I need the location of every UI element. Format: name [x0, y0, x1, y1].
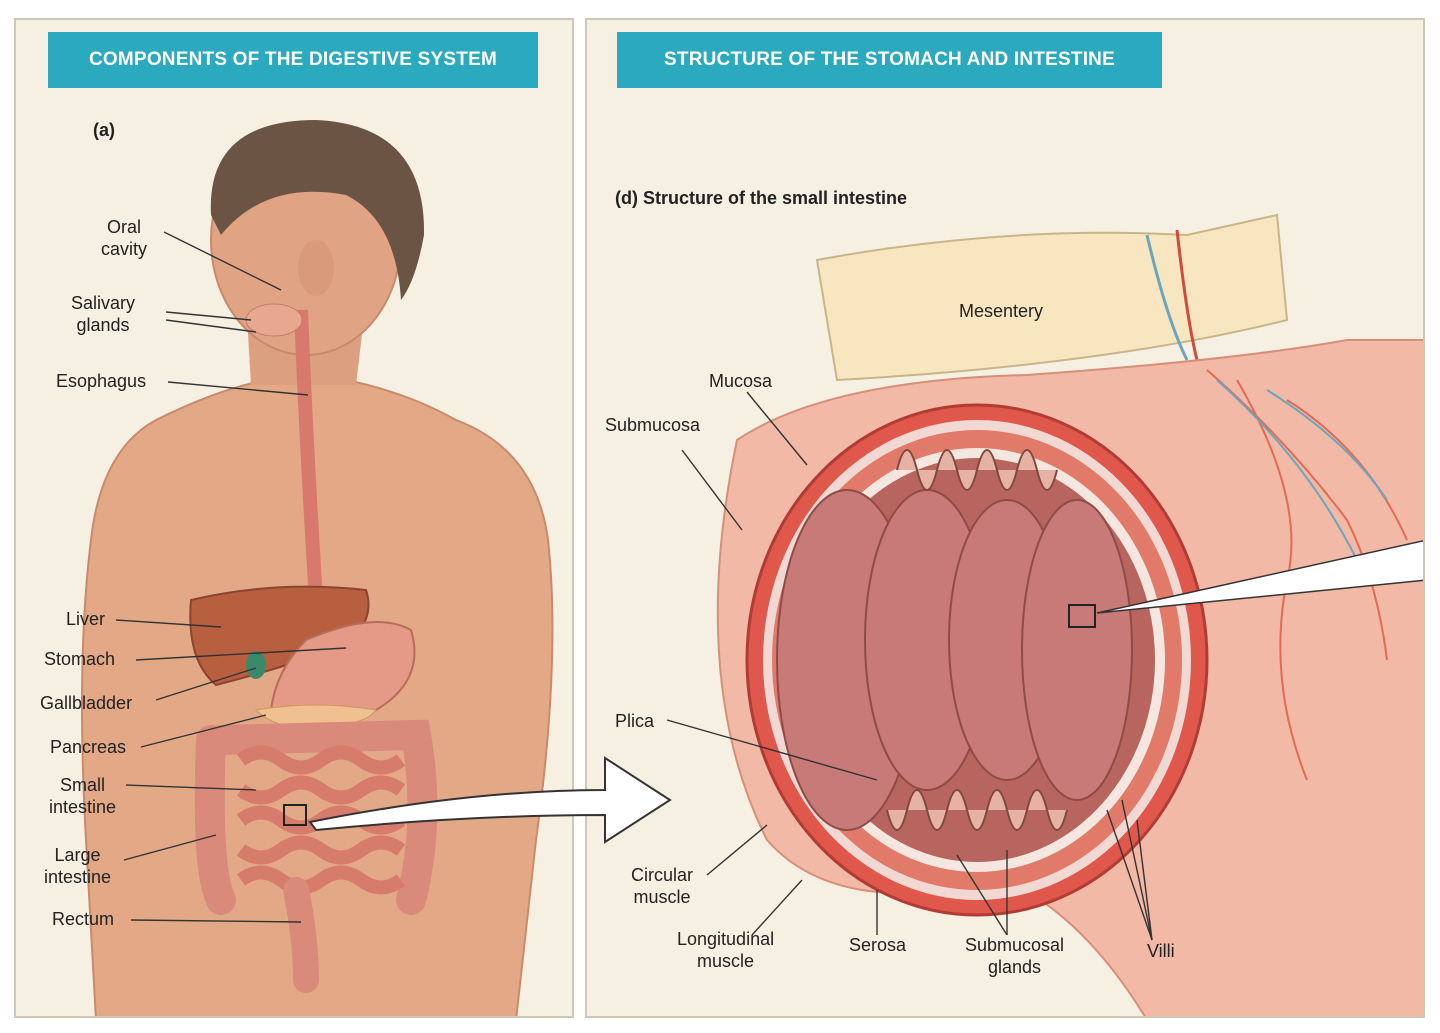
label-liver: Liver	[66, 609, 106, 629]
structure-title-banner: STRUCTURE OF THE STOMACH AND INTESTINE	[617, 32, 1162, 88]
sublabel-a: (a)	[93, 120, 115, 140]
label-esophagus: Esophagus	[56, 371, 147, 391]
label-circular-muscle: Circular muscle	[631, 865, 694, 907]
digestive-system-panel: COMPONENTS OF THE DIGESTIVE SYSTEM (a) O…	[14, 18, 574, 1018]
small-intestine-illustration	[666, 213, 1423, 1016]
label-pancreas: Pancreas	[50, 737, 127, 757]
label-mucosa: Mucosa	[709, 371, 773, 391]
label-gallbladder: Gallbladder	[40, 693, 133, 713]
label-plica: Plica	[615, 711, 655, 731]
label-salivary-glands: Salivary glands	[71, 293, 136, 335]
label-serosa: Serosa	[849, 935, 907, 955]
components-title-banner: COMPONENTS OF THE DIGESTIVE SYSTEM	[48, 32, 538, 88]
label-rectum: Rectum	[52, 909, 115, 929]
label-submucosal-glands: Submucosal glands	[965, 935, 1065, 977]
label-stomach: Stomach	[44, 649, 116, 669]
label-submucosa: Submucosa	[605, 415, 701, 435]
label-longitudinal-muscle: Longitudinal muscle	[677, 929, 775, 971]
body-illustration	[81, 120, 554, 1016]
sublabel-d: (d) Structure of the small intestine	[615, 188, 908, 208]
label-mesentery: Mesentery	[959, 301, 1044, 321]
label-small-intestine: Small intestine	[49, 775, 117, 817]
label-villi: Villi	[1147, 941, 1175, 961]
label-large-intestine: Large intestine	[44, 845, 112, 887]
intestine-structure-panel: STRUCTURE OF THE STOMACH AND INTESTINE (…	[585, 18, 1425, 1018]
label-oral-cavity: Oral cavity	[101, 217, 148, 259]
